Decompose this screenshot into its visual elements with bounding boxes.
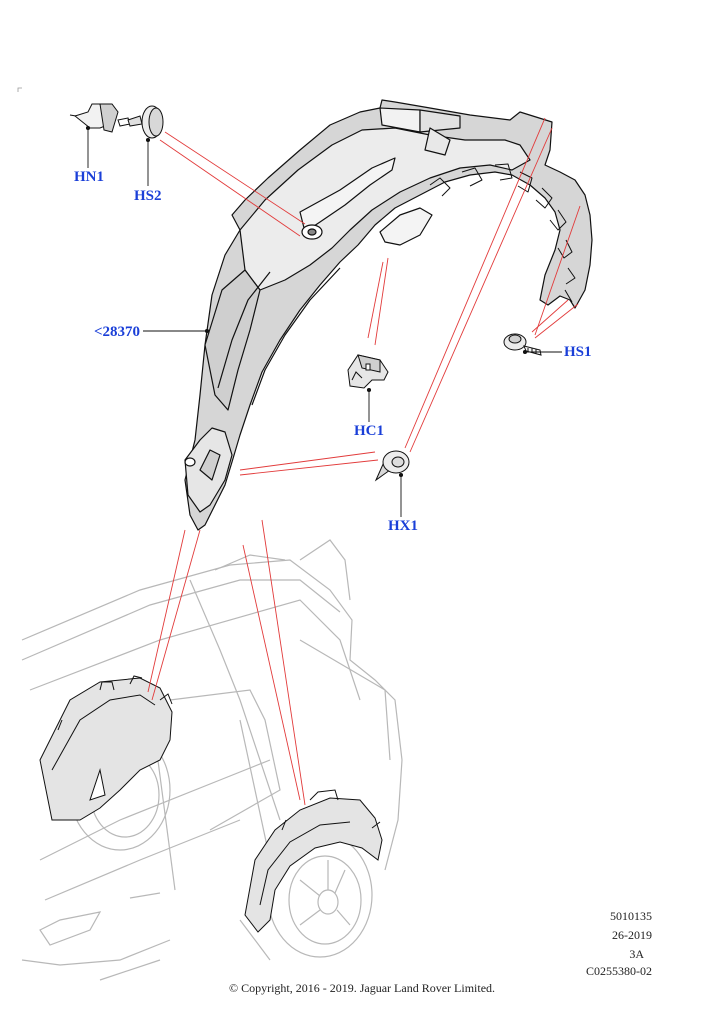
- copyright-notice: © Copyright, 2016 - 2019. Jaguar Land Ro…: [228, 981, 496, 995]
- hs2-nut-icon: [127, 105, 164, 139]
- image-reference: C0255380-02: [586, 964, 652, 978]
- callout-hn1[interactable]: HN1: [74, 169, 104, 185]
- hn1-clip-icon: [69, 103, 131, 133]
- diagram-date: 26-2019: [612, 928, 652, 942]
- callout-hc1[interactable]: HC1: [354, 423, 384, 439]
- front-wheel-arch-liner: [39, 675, 173, 821]
- callout-part-28370[interactable]: <28370: [94, 324, 141, 340]
- red-leader-lines: [147, 117, 581, 806]
- hc1-clip-icon: [347, 354, 389, 389]
- callout-hs2[interactable]: HS2: [134, 188, 162, 204]
- diagram-code: 5010135: [610, 909, 652, 923]
- callout-leaders: [85, 125, 562, 517]
- hx1-rivet-icon: [374, 450, 410, 482]
- hs1-screw-icon: [503, 333, 542, 356]
- callout-hs1[interactable]: HS1: [564, 344, 592, 360]
- diagram-variant: 3A: [629, 947, 644, 961]
- callout-hx1[interactable]: HX1: [388, 518, 418, 534]
- rear-wheel-arch-liner: [244, 789, 383, 933]
- wheel-arch-liner: [184, 99, 593, 531]
